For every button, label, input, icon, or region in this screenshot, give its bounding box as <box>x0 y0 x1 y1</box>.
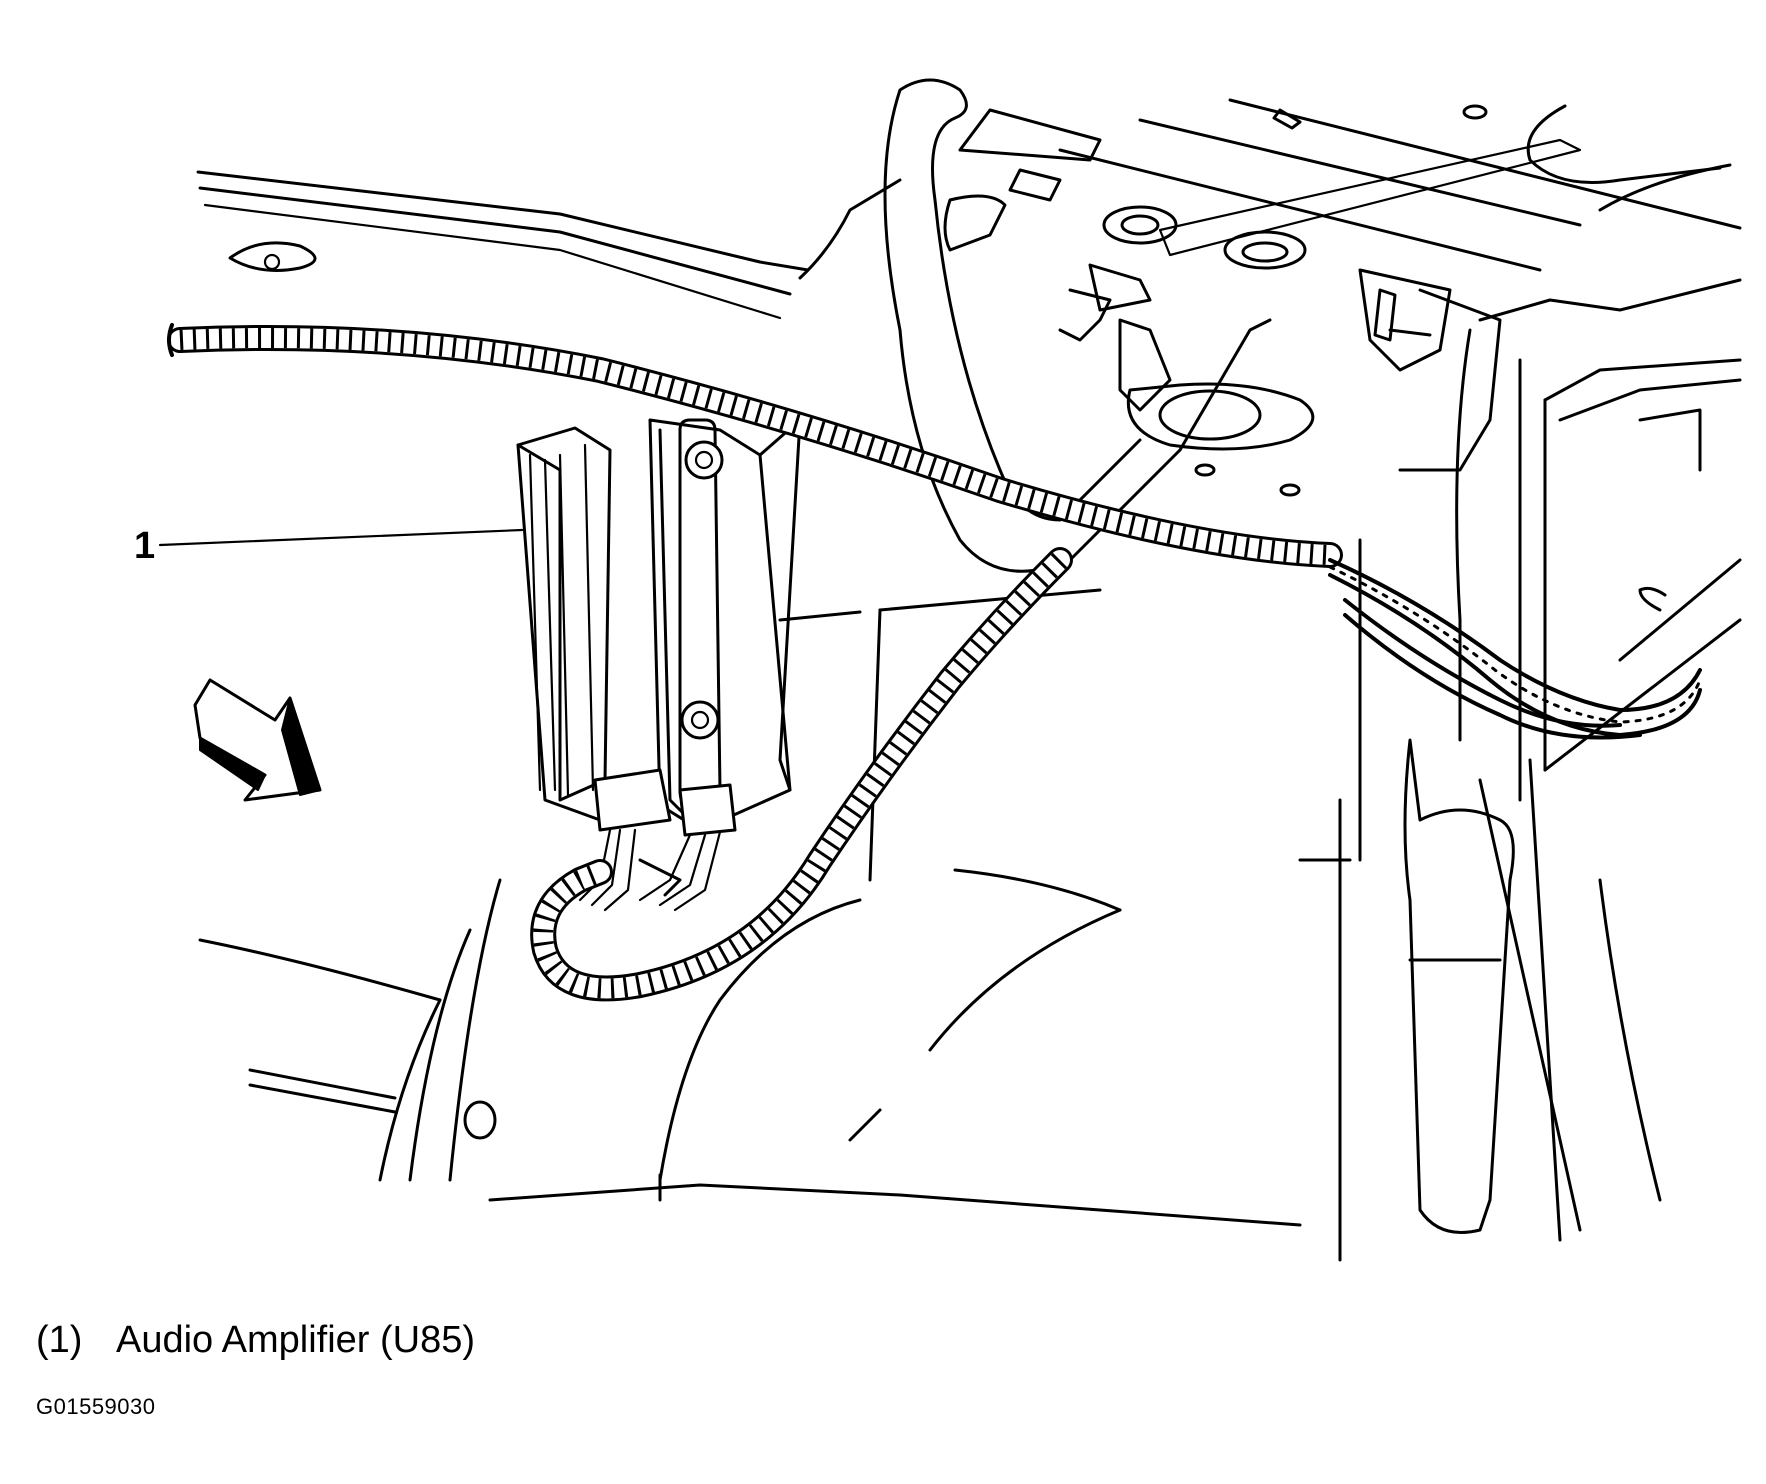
amplifier-location-illustration: 1 <box>134 78 1742 1262</box>
speaker-housing <box>1455 278 1742 802</box>
legend-number: (1) <box>36 1319 83 1361</box>
audio-amplifier <box>516 418 802 912</box>
callout-1: 1 <box>134 525 524 567</box>
rear-shelf-panel <box>196 98 1742 320</box>
legend: (1) Audio Amplifier (U85) <box>36 1318 475 1362</box>
shelf-bracket <box>943 108 1582 497</box>
leader-line <box>158 528 524 547</box>
callout-number: 1 <box>134 525 155 567</box>
legend-label: Audio Amplifier (U85) <box>116 1319 476 1361</box>
figure-id: G01559030 <box>36 1394 156 1419</box>
forward-direction-arrow <box>193 678 322 802</box>
legend-item: (1) Audio Amplifier (U85) <box>36 1318 475 1362</box>
floor-and-trim <box>198 538 1662 1262</box>
wiring-harness <box>167 323 1702 1002</box>
